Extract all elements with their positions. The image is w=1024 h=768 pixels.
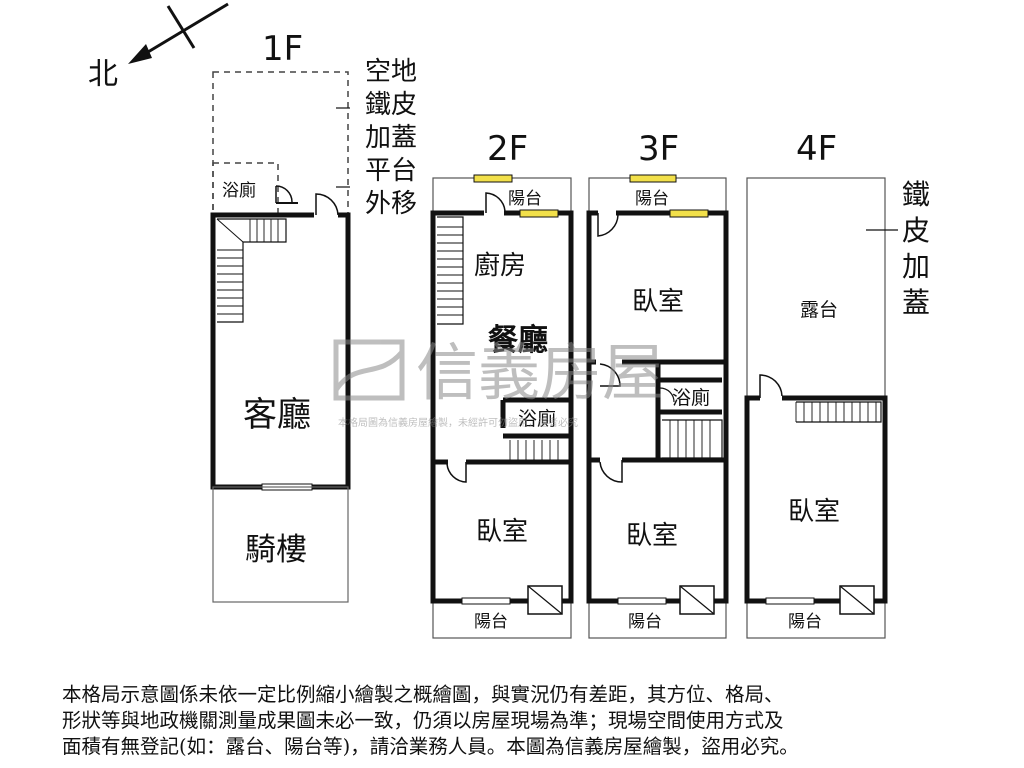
door-swing-icon — [759, 374, 783, 398]
sliding-door — [765, 597, 815, 605]
room-bedroom-2f: 臥室 — [476, 517, 528, 547]
watermark-small-text: 本格局圖為信義房屋繪製，未經許可勿盜用，違者必究 — [338, 416, 578, 429]
floor-3f: 3F 陽台 臥室 浴廁 臥室 陽台 — [586, 129, 729, 639]
side-note-4f: 鐵 皮 加 蓋 — [902, 178, 930, 319]
side-note-1f-line2: 鐵皮 — [365, 90, 417, 120]
watermark: 信義房屋 本格局圖為信義房屋繪製，未經許可勿盜用，違者必究 — [333, 336, 664, 429]
floor-title-1f: 1F — [262, 29, 303, 69]
arcade-outline — [212, 486, 349, 603]
bath-outline-1f — [212, 162, 279, 216]
room-bath-2f: 浴廁 — [518, 407, 556, 430]
floor-title-4f: 4F — [796, 129, 837, 169]
door-swing-icon — [599, 460, 623, 483]
door-swing-icon — [597, 213, 619, 237]
sliding-door — [617, 597, 667, 605]
side-note-4f-line3: 加 — [902, 250, 930, 283]
window-icon — [473, 174, 513, 183]
side-note-1f-line3: 加蓋 — [365, 123, 417, 153]
brand-logo-icon — [333, 339, 405, 401]
room-balcony-top-2f: 陽台 — [508, 189, 542, 209]
room-balcony-bottom-4f: 陽台 — [788, 612, 822, 632]
room-balcony-bottom-2f: 陽台 — [474, 612, 508, 632]
room-living-1f: 客廳 — [243, 395, 311, 435]
bath-walls-3f — [655, 362, 722, 460]
window-icon — [519, 209, 559, 218]
outer-outline-4f — [746, 177, 886, 639]
disclaimer: 本格局示意圖係未依一定比例縮小繪製之概繪圖，與實況仍有差距，其方位、格局、 形狀… — [62, 682, 962, 760]
room-balcony-bottom-3f: 陽台 — [628, 612, 662, 632]
window-icon — [629, 174, 677, 183]
door-swing-icon — [599, 363, 621, 387]
compass: 北 — [88, 2, 229, 92]
side-note-1f-line4: 平台 — [365, 156, 417, 186]
door-swing-icon — [659, 387, 675, 403]
floor-1f: 1F 浴廁 客廳 騎樓 空地 — [210, 29, 417, 603]
window-icon — [669, 209, 709, 218]
north-arrow-head-icon — [128, 44, 152, 64]
floor-2f: 2F 陽台 廚房 餐廳 浴廁 臥室 陽台 — [430, 129, 574, 639]
door-swing-icon — [446, 462, 467, 483]
north-arrow-cross — [166, 5, 196, 49]
staircase-2f-lower — [509, 440, 559, 460]
side-note-4f-line2: 皮 — [902, 214, 930, 247]
staircase-1f — [216, 218, 287, 323]
floor-title-3f: 3F — [638, 129, 679, 169]
door-swing-icon — [485, 192, 506, 213]
room-bedroom-top-3f: 臥室 — [632, 287, 684, 317]
room-terrace-4f: 露台 — [800, 299, 838, 321]
door-swing-icon — [315, 193, 339, 216]
room-arcade-1f: 騎樓 — [245, 532, 307, 568]
building-walls-1f — [210, 212, 351, 490]
door-swing-icon — [275, 185, 293, 203]
room-bath-3f: 浴廁 — [672, 386, 710, 409]
floor-4f: 4F 露台 鐵 皮 加 蓋 臥室 陽台 — [744, 129, 930, 639]
room-bedroom-4f: 臥室 — [788, 497, 840, 527]
side-note-1f-line1: 空地 — [365, 57, 417, 87]
disclaimer-line: 面積有無登記(如：露台、陽台等)，請洽業務人員。本圖為信義房屋繪製，盜用必究。 — [62, 735, 799, 758]
floor-title-2f: 2F — [487, 129, 528, 169]
compass-north-label: 北 — [88, 57, 118, 92]
room-bedroom-bottom-3f: 臥室 — [626, 521, 678, 551]
room-balcony-top-3f: 陽台 — [635, 189, 669, 209]
side-note-4f-line1: 鐵 — [902, 178, 930, 211]
disclaimer-line: 本格局示意圖係未依一定比例縮小繪製之概繪圖，與實況仍有差距，其方位、格局、 — [62, 683, 784, 706]
side-note-4f-line4: 蓋 — [902, 286, 930, 319]
room-kitchen-2f: 廚房 — [474, 251, 526, 281]
room-bath-1f: 浴廁 — [222, 180, 256, 201]
side-note-1f-line5: 外移 — [365, 189, 417, 219]
staircase-2f — [437, 216, 464, 325]
room-dining-2f: 餐廳 — [488, 323, 548, 358]
staircase-4f — [795, 401, 882, 423]
side-note-1f: 空地 鐵皮 加蓋 平台 外移 — [365, 57, 417, 219]
bath-walls-2f — [500, 397, 571, 439]
disclaimer-line: 形狀等與地政機關測量成果圖未必一致，仍須以房屋現場為準；現場空間使用方式及 — [62, 709, 784, 732]
building-walls-4f — [744, 395, 888, 604]
staircase-3f — [662, 419, 723, 459]
sliding-door — [461, 597, 511, 605]
watermark-brand: 信義房屋 — [416, 336, 664, 409]
